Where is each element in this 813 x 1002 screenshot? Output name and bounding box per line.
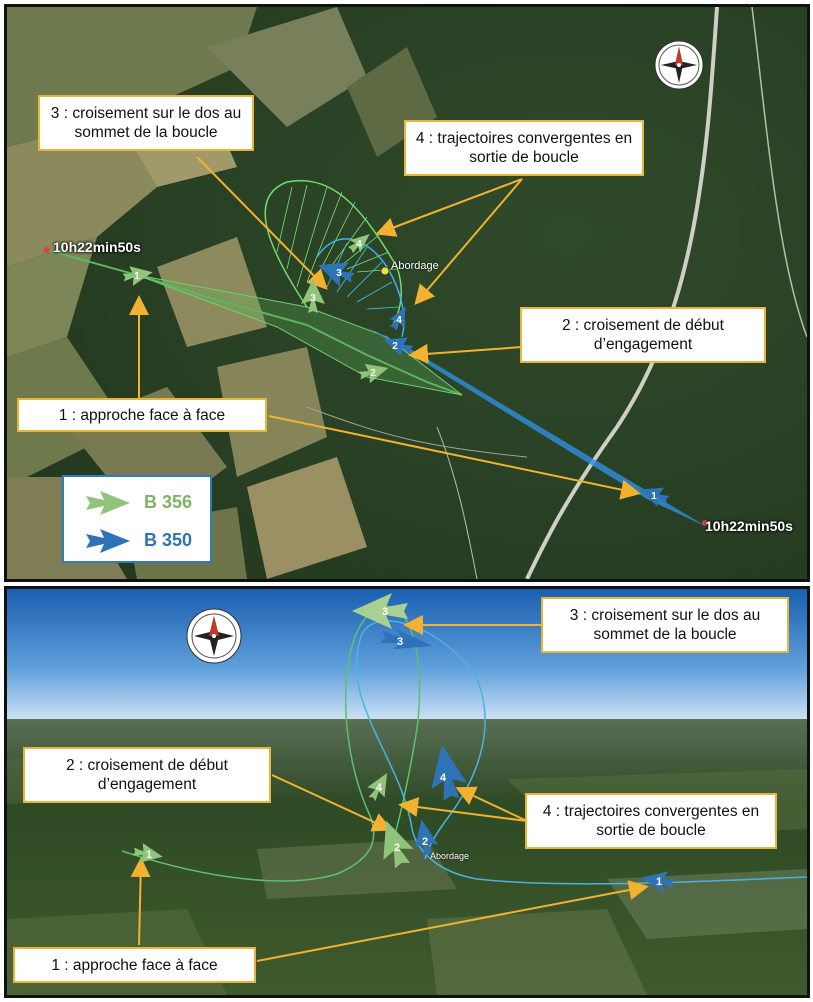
green-aircraft-1 (122, 266, 153, 286)
timestamp-left: 10h22min50s (53, 239, 141, 255)
blue-aircraft-icon (86, 529, 130, 553)
marker-number: 3 (382, 606, 388, 618)
compass-rose-icon (186, 608, 242, 664)
green-trajectory (121, 605, 421, 882)
blue-aircraft-4 (431, 744, 467, 801)
start-point-icon (702, 520, 708, 526)
green-aircraft-2 (383, 820, 414, 869)
marker-number: 2 (394, 842, 400, 854)
green-aircraft-1 (132, 843, 163, 863)
callout-4: 4 : trajectoires convergentes en sortie … (525, 793, 777, 849)
green-aircraft-4 (367, 773, 387, 802)
marker-number: 4 (376, 782, 383, 794)
callout-4: 4 : trajectoires convergentes en sortie … (404, 120, 644, 176)
marker-number: 1 (651, 491, 657, 502)
blue-aircraft-2 (383, 337, 414, 357)
perspective-view-panel: 3 3 4 4 2 2 1 1 Abordage 3 : croisement … (4, 586, 810, 998)
callout-arrows (130, 615, 649, 962)
green-aircraft-3 (352, 593, 408, 629)
blue-aircraft-1 (639, 487, 670, 507)
legend-label-b356: B 356 (144, 492, 193, 512)
compass-rose-icon (654, 40, 704, 90)
marker-number: 2 (370, 368, 376, 379)
marker-number: 1 (146, 849, 152, 861)
highway (525, 7, 719, 579)
blue-aircraft-3 (380, 629, 433, 650)
green-aircraft-3 (301, 279, 325, 313)
marker-number: 1 (134, 271, 140, 282)
callout-2: 2 : croisement de début d’engagement (520, 307, 766, 363)
marker-number: 1 (656, 876, 662, 888)
callout-arrows (129, 156, 641, 500)
callout-3: 3 : croisement sur le dos au sommet de l… (38, 95, 254, 151)
green-aircraft-icon (86, 491, 130, 515)
timestamp-right: 10h22min50s (705, 518, 793, 534)
callout-2: 2 : croisement de début d’engagement (23, 747, 271, 803)
blue-aircraft-3 (318, 262, 355, 287)
callout-1: 1 : approche face à face (13, 947, 256, 983)
legend: B 356 B 350 (62, 475, 212, 563)
marker-number: 4 (396, 315, 402, 326)
callout-1: 1 : approche face à face (17, 398, 267, 432)
top-view-panel: 1 3 4 2 3 4 2 1 10h22min50s 10h22min50s … (4, 4, 810, 582)
marker-number: 3 (397, 636, 403, 648)
callout-3: 3 : croisement sur le dos au sommet de l… (541, 597, 789, 653)
marker-number: 3 (336, 268, 342, 279)
legend-label-b350: B 350 (144, 530, 193, 550)
legend-item-b356 (82, 485, 132, 521)
marker-number: 4 (440, 772, 447, 784)
marker-number: 3 (310, 293, 316, 304)
blue-aircraft-4 (389, 306, 406, 331)
green-aircraft-2 (358, 363, 389, 384)
marker-number: 2 (422, 836, 428, 848)
marker-number: 2 (392, 341, 398, 352)
legend-item-b350 (82, 523, 132, 559)
blue-aircraft-1 (641, 871, 675, 894)
abordage-label: Abordage (430, 851, 470, 861)
abordage-label: Abordage (391, 260, 439, 272)
abordage-pin-icon (380, 266, 390, 276)
green-aircraft-4 (348, 234, 370, 254)
blue-trajectory (355, 620, 807, 885)
start-point-icon (44, 247, 50, 253)
blue-aircraft-2 (414, 819, 439, 857)
marker-number: 4 (356, 239, 362, 250)
